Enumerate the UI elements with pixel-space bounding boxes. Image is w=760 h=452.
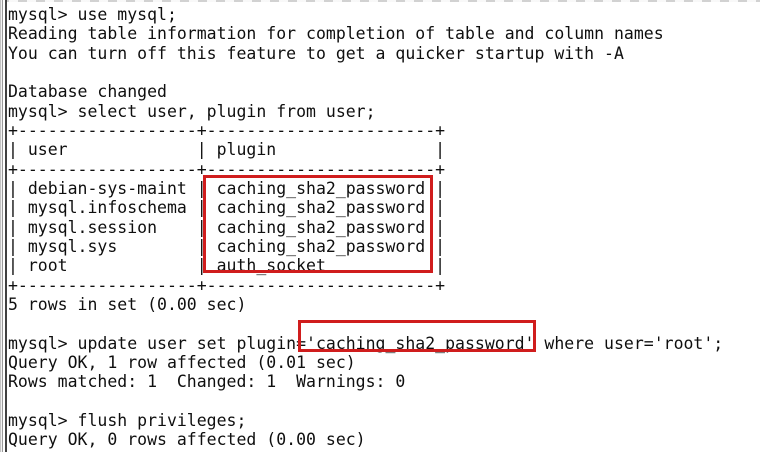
table-header-line: | user | plugin |	[8, 140, 446, 160]
terminal-line: 5 rows in set (0.00 sec)	[8, 294, 247, 314]
terminal-line: Query OK, 0 rows affected (0.00 sec)	[8, 430, 366, 450]
terminal-line: Rows matched: 1 Changed: 1 Warnings: 0	[8, 372, 406, 392]
terminal-line: Database changed	[8, 82, 167, 102]
table-row: | mysql.session | caching_sha2_password …	[8, 217, 446, 237]
table-border-line: +------------------+--------------------…	[8, 275, 446, 295]
table-row: | mysql.sys | caching_sha2_password |	[8, 236, 446, 256]
terminal-line	[8, 63, 758, 82]
terminal-line: mysql> select user, plugin from user;	[8, 101, 376, 121]
window-left-border	[0, 0, 7, 452]
terminal-line	[8, 314, 758, 333]
terminal-line: mysql> update user set plugin='caching_s…	[8, 333, 724, 353]
terminal-line: mysql> flush privileges;	[8, 410, 247, 430]
table-row: | debian-sys-maint | caching_sha2_passwo…	[8, 178, 446, 198]
table-border-line: +------------------+--------------------…	[8, 159, 446, 179]
terminal-line: mysql> use mysql;	[8, 5, 177, 24]
terminal-line	[8, 392, 758, 411]
terminal-line: Query OK, 1 row affected (0.01 sec)	[8, 352, 356, 372]
terminal-output[interactable]: mysql> use mysql; Reading table informat…	[8, 5, 758, 450]
terminal-line: Reading table information for completion…	[8, 24, 664, 44]
table-row: | root | auth_socket |	[8, 256, 446, 276]
window-top-edge	[0, 0, 760, 2]
table-row: | mysql.infoschema | caching_sha2_passwo…	[8, 198, 446, 218]
terminal-line: You can turn off this feature to get a q…	[8, 43, 624, 63]
table-border-line: +------------------+--------------------…	[8, 120, 446, 140]
